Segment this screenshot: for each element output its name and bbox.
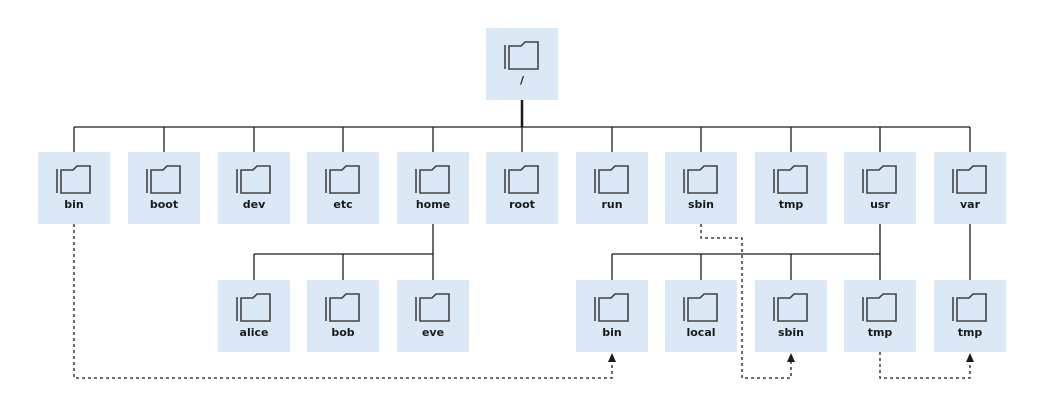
folder-node-usr-sbin[interactable]: sbin (755, 280, 827, 352)
folder-node-etc[interactable]: etc (307, 152, 379, 224)
node-label: bin (602, 326, 622, 339)
folder-icon (415, 293, 450, 322)
node-label: tmp (957, 326, 983, 339)
folder-icon (504, 41, 539, 70)
symlink-sbin-to-usr-sbin (700, 224, 792, 379)
node-label: local (686, 326, 716, 339)
folder-icon (862, 293, 897, 322)
folder-icon (504, 165, 539, 194)
node-label: tmp (867, 326, 893, 339)
folder-icon (952, 165, 987, 194)
folder-node-usr-tmp[interactable]: tmp (844, 280, 916, 352)
folder-node-root-dir[interactable]: / (486, 28, 558, 100)
symlink-bin-to-usr-bin (73, 224, 613, 379)
folder-node-eve[interactable]: eve (397, 280, 469, 352)
node-label: etc (333, 198, 353, 211)
folder-icon (146, 165, 181, 194)
folder-node-usr-bin[interactable]: bin (576, 280, 648, 352)
node-label: / (519, 74, 525, 87)
folder-node-run[interactable]: run (576, 152, 648, 224)
folder-icon (773, 165, 808, 194)
node-label: run (601, 198, 623, 211)
folder-node-boot[interactable]: boot (128, 152, 200, 224)
folder-node-sbin[interactable]: sbin (665, 152, 737, 224)
folder-node-tmp[interactable]: tmp (755, 152, 827, 224)
folder-icon (415, 165, 450, 194)
folder-icon (236, 165, 271, 194)
folder-node-dev[interactable]: dev (218, 152, 290, 224)
folder-icon (952, 293, 987, 322)
node-label: var (959, 198, 981, 211)
node-label: boot (149, 198, 179, 211)
folder-node-alice[interactable]: alice (218, 280, 290, 352)
folder-icon (683, 165, 718, 194)
symlink-usr-tmp-to-var-tmp (879, 352, 971, 379)
node-label: root (509, 198, 535, 211)
folder-icon (594, 293, 629, 322)
node-label: usr (870, 198, 890, 211)
folder-icon (862, 165, 897, 194)
folder-node-bin[interactable]: bin (38, 152, 110, 224)
folder-node-bob[interactable]: bob (307, 280, 379, 352)
node-label: sbin (687, 198, 715, 211)
folder-icon (325, 293, 360, 322)
node-label: eve (421, 326, 445, 339)
node-label: dev (242, 198, 266, 211)
folder-icon (236, 293, 271, 322)
node-label: tmp (778, 198, 804, 211)
folder-node-usr-local[interactable]: local (665, 280, 737, 352)
folder-node-home[interactable]: home (397, 152, 469, 224)
node-label: bob (331, 326, 355, 339)
folder-icon (683, 293, 718, 322)
node-label: alice (239, 326, 269, 339)
folder-icon (594, 165, 629, 194)
node-label: home (415, 198, 451, 211)
folder-node-root[interactable]: root (486, 152, 558, 224)
node-label: sbin (777, 326, 805, 339)
folder-node-var[interactable]: var (934, 152, 1006, 224)
folder-icon (325, 165, 360, 194)
folder-node-var-tmp[interactable]: tmp (934, 280, 1006, 352)
folder-icon (773, 293, 808, 322)
arrowhead-var-tmp (966, 353, 974, 362)
arrowhead-usr-bin (608, 353, 616, 362)
node-label: bin (64, 198, 84, 211)
folder-node-usr[interactable]: usr (844, 152, 916, 224)
folder-icon (56, 165, 91, 194)
arrowhead-usr-sbin (787, 353, 795, 362)
